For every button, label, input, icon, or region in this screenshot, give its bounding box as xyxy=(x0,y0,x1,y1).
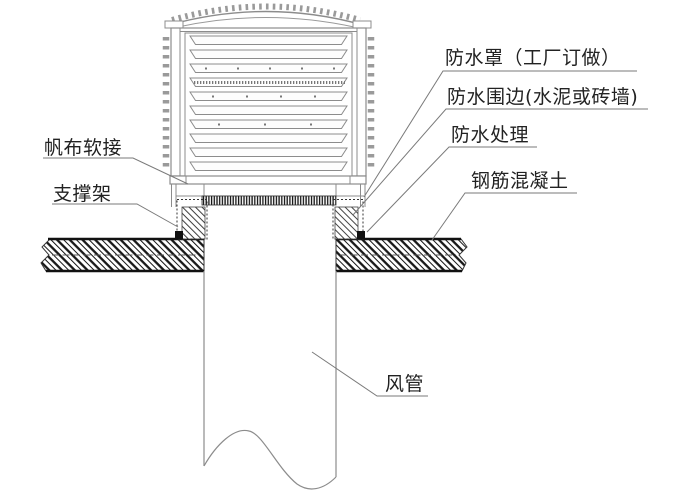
callout-labels: 防水罩（工厂订做） 防水围边(水泥或砖墙) 防水处理 钢筋混凝土 帆布软接 支撑… xyxy=(44,47,638,395)
unit-crown xyxy=(168,3,364,28)
waterproof-seal-left xyxy=(175,231,183,239)
waterproof-wall-left xyxy=(175,199,208,240)
label-waterproof-treatment: 防水处理 xyxy=(451,124,529,146)
leader-waterproof-edge xyxy=(352,108,648,216)
roof-slab-right xyxy=(335,237,468,273)
callout-leaders xyxy=(43,70,648,397)
label-air-duct: 风管 xyxy=(385,373,424,395)
unit-louver-panel xyxy=(189,35,348,171)
waterproof-seal-right xyxy=(357,231,365,239)
unit-cap-right xyxy=(352,20,372,29)
label-support-frame: 支撑架 xyxy=(53,183,112,205)
support-frame-right xyxy=(332,199,364,240)
leader-waterproof-treatment xyxy=(366,146,537,233)
roof-slab-left xyxy=(40,237,205,273)
unit-base-frame xyxy=(169,175,367,185)
label-canvas-connector: 帆布软接 xyxy=(44,137,122,159)
label-reinforced-concrete: 钢筋混凝土 xyxy=(471,170,569,192)
leader-waterproof-cover xyxy=(363,70,637,198)
leader-canvas-connector xyxy=(43,157,189,185)
duct-break-line xyxy=(203,429,337,490)
leader-reinforced-concrete xyxy=(431,192,577,241)
support-frame-left xyxy=(176,199,208,240)
label-waterproof-edge: 防水围边(水泥或砖墙) xyxy=(447,86,638,108)
leader-support-frame xyxy=(52,203,179,228)
label-waterproof-cover: 防水罩（工厂订做） xyxy=(445,47,621,69)
air-duct xyxy=(203,271,337,490)
leader-air-duct xyxy=(311,351,428,397)
waterproof-wall-right xyxy=(332,199,365,240)
canvas-flexible-connector xyxy=(201,195,337,206)
unit-cap-left xyxy=(164,20,184,29)
cooler-unit xyxy=(162,3,375,207)
